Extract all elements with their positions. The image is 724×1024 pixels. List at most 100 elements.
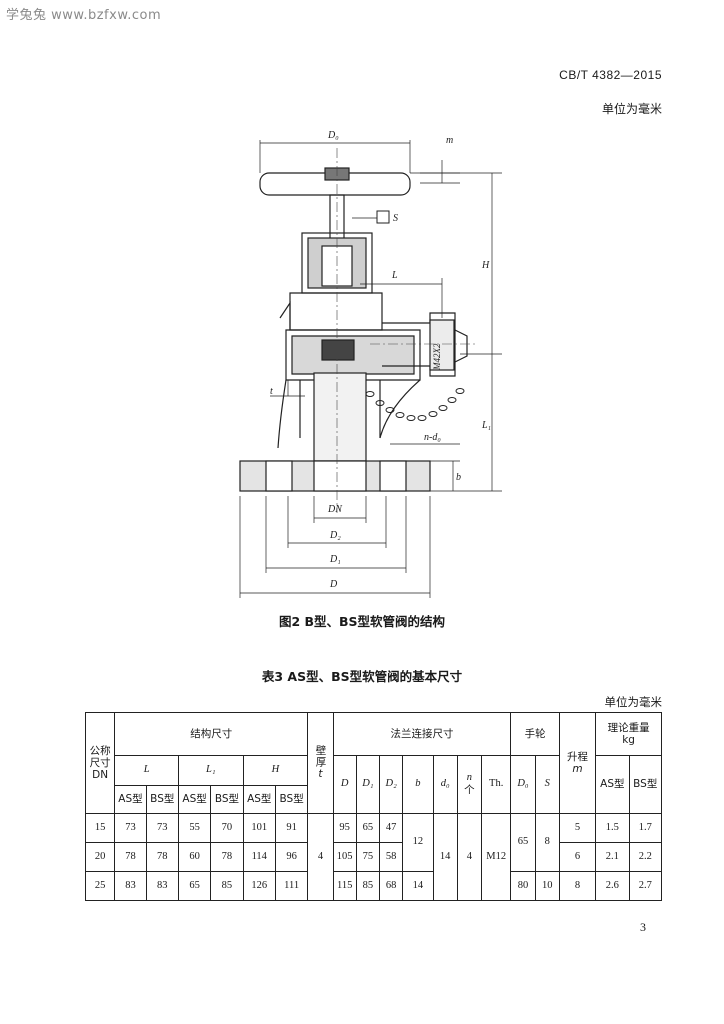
label-D1: D₁ <box>329 554 341 565</box>
cell-H-bs: 91 <box>274 813 309 843</box>
header-L1: L₁ <box>177 755 244 786</box>
valve-drawing: D₀ m S H L L₁ t n-d₀ b DN D₂ D₁ D M42X2 <box>239 130 502 598</box>
header-n: n 个 <box>456 755 483 814</box>
header-D2: D₂ <box>379 755 404 814</box>
header-th: Th. <box>481 755 512 814</box>
cell-weight-as: 2.1 <box>595 842 630 872</box>
header-D0: D₀ <box>510 755 536 814</box>
header-structure: 结构尺寸 <box>114 712 309 756</box>
cell-L-as: 83 <box>114 871 147 901</box>
cell-L-as: 73 <box>114 813 147 843</box>
page-number: 3 <box>640 920 646 934</box>
cell-D: 105 <box>332 842 357 872</box>
header-weight-bs: BS型 <box>628 755 662 814</box>
cell-L1-as: 60 <box>177 842 212 872</box>
cell-L1-as: 55 <box>177 813 212 843</box>
header-weight-as: AS型 <box>595 755 630 814</box>
cell-dn: 15 <box>84 813 116 843</box>
cell-b-12: 12 <box>402 813 434 872</box>
header-H-as: AS型 <box>242 785 276 814</box>
label-thread: M42X2 <box>432 343 442 371</box>
cell-H-as: 126 <box>242 871 276 901</box>
standard-number: CB/T 4382—2015 <box>559 68 662 82</box>
header-d0: d₀ <box>432 755 458 814</box>
cell-H-bs: 111 <box>274 871 309 901</box>
label-b: b <box>456 472 461 483</box>
label-S: S <box>393 213 398 224</box>
header-L-bs: BS型 <box>145 785 179 814</box>
cell-L-bs: 83 <box>145 871 179 901</box>
header-nominal-size: 公称尺寸DN <box>84 712 116 814</box>
label-m: m <box>446 135 453 146</box>
cell-weight-as: 1.5 <box>595 813 630 843</box>
header-b: b <box>402 755 434 814</box>
header-D: D <box>332 755 357 814</box>
cell-D2: 68 <box>379 871 404 901</box>
header-L1-bs: BS型 <box>210 785 244 814</box>
header-wall: 壁厚 t <box>307 712 334 814</box>
label-D0: D₀ <box>327 130 339 141</box>
cell-dn: 25 <box>84 871 116 901</box>
header-weight: 理论重量 kg <box>595 712 662 756</box>
label-DN: DN <box>327 504 343 515</box>
unit-note-top: 单位为毫米 <box>601 102 662 116</box>
table-unit-note: 单位为毫米 <box>604 695 663 709</box>
cell-L-bs: 78 <box>145 842 179 872</box>
cell-lift: 8 <box>558 871 597 901</box>
cell-b-14: 14 <box>402 871 434 901</box>
header-H: H <box>242 755 309 786</box>
cell-th: M12 <box>481 813 512 901</box>
cell-L-bs: 73 <box>145 813 179 843</box>
cell-L1-bs: 78 <box>210 842 244 872</box>
cell-D: 95 <box>332 813 357 843</box>
label-D: D <box>329 579 338 590</box>
cell-D: 115 <box>332 871 357 901</box>
table-row: 25 83 83 65 85 126 111 115 85 68 14 80 1… <box>84 871 662 901</box>
cell-D2: 47 <box>379 813 404 843</box>
cell-D1: 65 <box>355 813 381 843</box>
dimensions-table: 公称尺寸DN 结构尺寸 壁厚 t 法兰连接尺寸 手轮 升程 m 理论重量 kg … <box>84 712 662 901</box>
cell-S-10: 10 <box>534 871 560 901</box>
header-L1-as: AS型 <box>177 785 212 814</box>
header-lift: 升程 m <box>558 712 597 814</box>
cell-L1-as: 65 <box>177 871 212 901</box>
label-D2: D₂ <box>329 530 341 541</box>
cell-weight-bs: 2.7 <box>628 871 662 901</box>
watermark: 学兔兔 www.bzfxw.com <box>6 8 162 23</box>
header-S: S <box>534 755 560 814</box>
cell-S-8: 8 <box>534 813 560 872</box>
header-D1: D₁ <box>355 755 381 814</box>
table-row: 15 73 73 55 70 101 91 4 95 65 47 12 14 4… <box>84 813 662 901</box>
label-n-d0: n-d₀ <box>424 432 441 443</box>
header-H-bs: BS型 <box>274 785 309 814</box>
table-row: 20 78 78 60 78 114 96 105 75 58 6 2.1 2.… <box>84 842 662 872</box>
cell-L1-bs: 70 <box>210 813 244 843</box>
label-L: L <box>391 270 398 281</box>
cell-H-bs: 96 <box>274 842 309 872</box>
cell-L1-bs: 85 <box>210 871 244 901</box>
cell-H-as: 101 <box>242 813 276 843</box>
header-L-as: AS型 <box>114 785 147 814</box>
cell-D2: 58 <box>379 842 404 872</box>
cell-D1: 75 <box>355 842 381 872</box>
cell-weight-as: 2.6 <box>595 871 630 901</box>
cell-D0-80: 80 <box>510 871 536 901</box>
cell-d0: 14 <box>432 813 458 901</box>
cell-wall-t: 4 <box>307 813 334 901</box>
figure-caption: 图2 B型、BS型软管阀的结构 <box>278 614 446 629</box>
cell-D1: 85 <box>355 871 381 901</box>
cell-dn: 20 <box>84 842 116 872</box>
cell-H-as: 114 <box>242 842 276 872</box>
table-caption: 表3 AS型、BS型软管阀的基本尺寸 <box>261 669 463 684</box>
label-L1: L₁ <box>481 420 491 431</box>
cell-L-as: 78 <box>114 842 147 872</box>
cell-lift: 5 <box>558 813 597 843</box>
header-flange: 法兰连接尺寸 <box>332 712 512 756</box>
header-handwheel: 手轮 <box>510 712 560 756</box>
label-H: H <box>481 260 490 271</box>
cell-D0-65: 65 <box>510 813 536 872</box>
header-L: L <box>114 755 179 786</box>
label-t: t <box>270 386 273 397</box>
cell-weight-bs: 2.2 <box>628 842 662 872</box>
cell-lift: 6 <box>558 842 597 872</box>
